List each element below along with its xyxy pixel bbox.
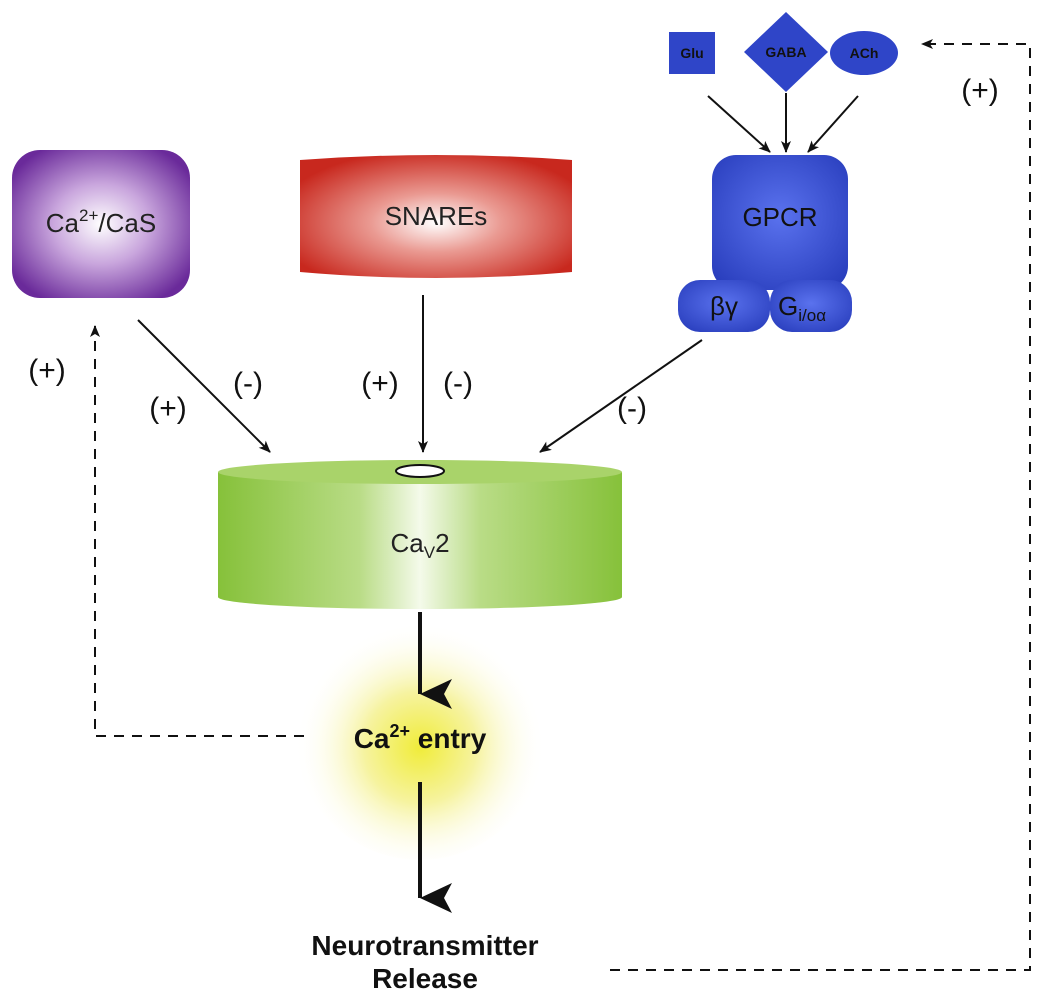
beta-gamma-label: βγ [710, 291, 738, 321]
glu-to-gpcr-arrow [707, 95, 771, 153]
cav2-label: CaV2 [390, 528, 449, 562]
gaba-ligand: GABA [744, 12, 828, 92]
glu-ligand: Glu [669, 32, 715, 74]
snares-node: SNAREs [300, 155, 572, 278]
ca-entry-glow [295, 610, 545, 860]
cav2-node: CaV2 [218, 460, 622, 609]
sign-snares-neg: (-) [443, 367, 473, 400]
g-protein-subunit: Gi/oα [770, 280, 852, 332]
ach-label: ACh [850, 45, 879, 61]
cas-to-cav2-arrow [137, 319, 271, 453]
ca-entry-label: Ca2+ entry [354, 721, 487, 754]
sign-snares-pos: (+) [361, 367, 399, 400]
channel-pore [395, 464, 445, 478]
sign-ca-entry-feedback: (+) [28, 354, 66, 387]
sign-release-feedback: (+) [961, 74, 999, 107]
release-line-2: Release [372, 963, 478, 994]
gpcr-to-cav2-arrow [539, 339, 703, 453]
release-feedback-loop [610, 39, 1031, 971]
gaba-label: GABA [765, 44, 806, 60]
release-line-1: Neurotransmitter [311, 930, 538, 961]
g-protein-label: Gi/oα [778, 291, 826, 325]
neurotransmitter-release-node: Neurotransmitter Release [311, 930, 538, 994]
ca-cas-node: Ca2+/CaS [12, 150, 190, 298]
ach-ligand: ACh [830, 31, 898, 75]
ach-to-gpcr-arrow [807, 95, 859, 153]
sign-cas-pos: (+) [149, 392, 187, 425]
beta-gamma-subunit: βγ [678, 280, 770, 332]
snares-label: SNAREs [385, 201, 488, 231]
sign-cas-neg: (-) [233, 367, 263, 400]
glu-label: Glu [680, 45, 703, 61]
ca-cas-label: Ca2+/CaS [46, 206, 156, 238]
sign-gpcr-neg: (-) [617, 392, 647, 425]
gpcr-node: GPCR [712, 155, 848, 290]
gpcr-label: GPCR [742, 202, 817, 232]
